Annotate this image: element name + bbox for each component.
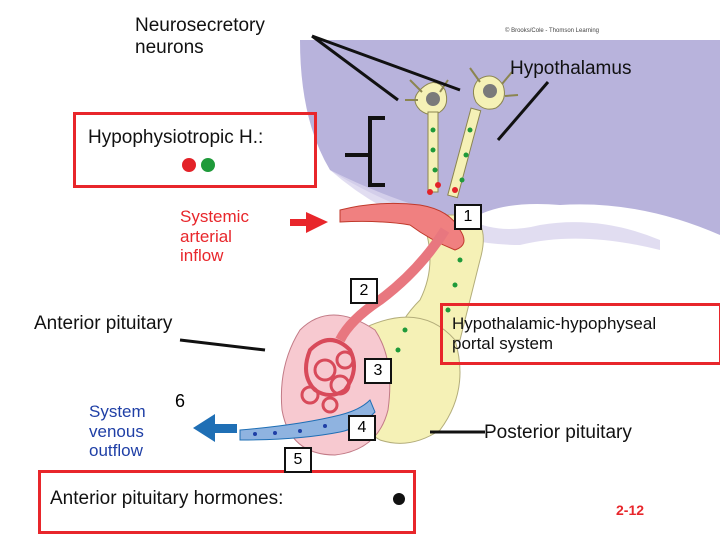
portal-capillaries [304,338,356,397]
step-4: 4 [348,415,376,441]
capillary-network [300,350,355,414]
hypothalamus-label: Hypothalamus [510,58,632,79]
hypothalamus-tissue [300,40,720,235]
red-hormone-dot [182,158,196,172]
arterial-vessel [339,202,465,251]
step-3: 3 [364,358,392,384]
anterior-pituitary-leader [179,338,266,352]
venous-outflow-arrow [193,414,237,442]
black-hormone-dot [393,493,405,505]
arterial-inflow-arrow [290,212,328,233]
anterior-hormones-label: Anterior pituitary hormones: [50,488,284,509]
step-2: 2 [350,278,378,304]
anterior-pituitary-label: Anterior pituitary [34,313,173,334]
step-1: 1 [454,204,482,230]
green-hormone-dot [201,158,215,172]
hypophysiotropic-label: Hypophysiotropic H.: [88,127,264,148]
posterior-pituitary-label: Posterior pituitary [484,422,632,443]
hypothalamus-lower-fold [330,170,660,250]
copyright-label: © Brooks/Cole - Thomson Learning [505,28,600,34]
anterior-hormones-box [38,470,416,534]
systemic-arterial-inflow-label: Systemic arterial inflow [180,207,249,266]
hypophysiotropic-bracket [345,116,385,187]
axon-granules [395,127,473,353]
neuron-right [447,67,519,199]
venous-dots [253,424,327,436]
step-6: 6 [174,391,185,411]
hypothalamus-leader [496,81,550,141]
axon-granules-red [427,182,458,195]
step-5: 5 [284,447,312,473]
neurosecretory-leader [311,34,461,102]
venous-vessel [239,399,376,441]
hypophysiotropic-box [73,112,317,188]
portal-vessel [335,227,450,343]
portal-system-label: Hypothalamic-hypophyseal portal system [452,314,657,353]
system-venous-outflow-label: System venous outflow [89,402,146,461]
page-number: 2-12 [616,502,645,518]
neurosecretory-neurons-label: Neurosecretory neurons [135,15,265,58]
